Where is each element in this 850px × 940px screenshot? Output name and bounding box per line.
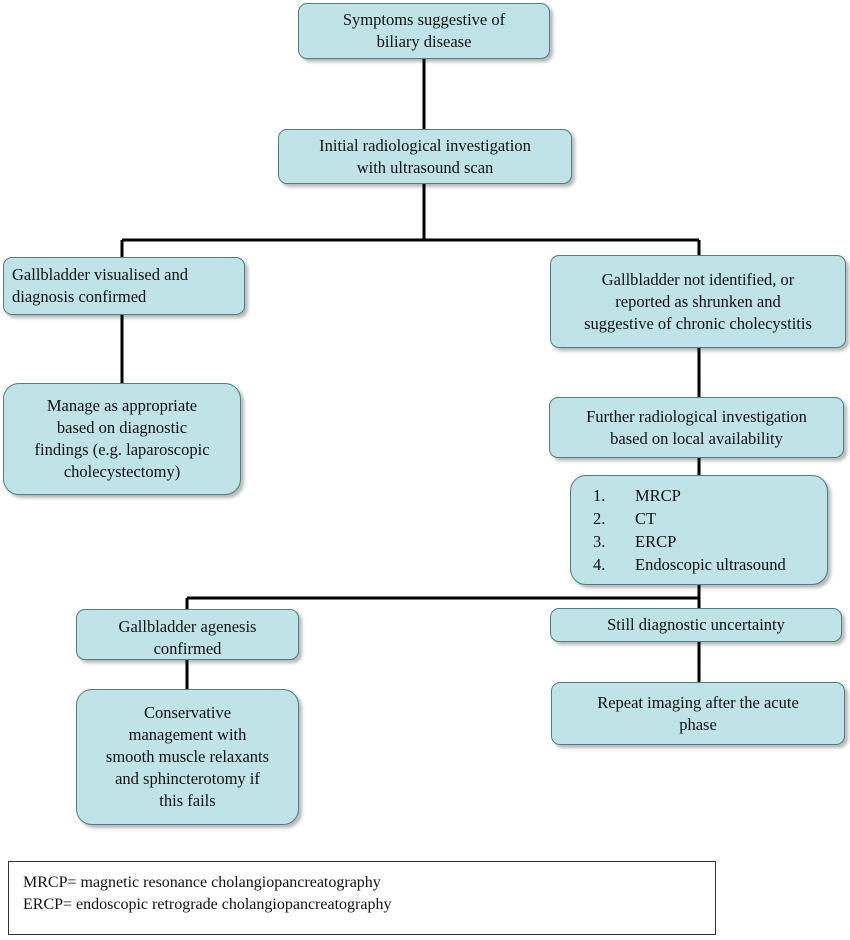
imaging-option: 1. MRCP — [593, 484, 786, 507]
imaging-options-list: 1. MRCP 2. CT 3. ERCP 4. Endoscopic ultrasou… — [593, 484, 786, 576]
node-conservative-management-line: this fails — [159, 791, 216, 810]
imaging-option-number: 3. — [593, 532, 606, 551]
node-gallbladder-not-identified-line: reported as shrunken and — [615, 291, 781, 311]
node-agenesis-confirmed: Gallbladder agenesis confirmed — [76, 609, 299, 660]
node-symptoms-line: biliary disease — [376, 32, 472, 51]
node-repeat-imaging: Repeat imaging after the acute phase — [551, 682, 845, 745]
node-gallbladder-not-identified-line: suggestive of chronic cholecystitis — [584, 313, 812, 333]
node-conservative-management-line: management with — [128, 725, 247, 744]
node-gallbladder-visualised: Gallbladder visualised and diagnosis con… — [3, 257, 245, 315]
node-gallbladder-visualised-line: diagnosis confirmed — [12, 287, 147, 306]
node-manage-as-appropriate-line: cholecystectomy) — [63, 462, 181, 481]
imaging-option-label: CT — [635, 509, 657, 528]
node-initial-investigation: Initial radiological investigation with … — [278, 129, 572, 184]
node-conservative-management: Conservative management with smooth musc… — [76, 689, 299, 825]
imaging-option-label: Endoscopic ultrasound — [635, 555, 786, 574]
imaging-option: 4. Endoscopic ultrasound — [593, 553, 786, 576]
node-agenesis-confirmed-line: Gallbladder agenesis — [118, 617, 257, 636]
imaging-option-label: MRCP — [635, 486, 681, 505]
imaging-option-label: ERCP — [635, 532, 677, 551]
abbreviation-legend: MRCP= magnetic resonance cholangiopancre… — [8, 861, 716, 935]
imaging-option: 3. ERCP — [593, 530, 786, 553]
node-manage-as-appropriate-line: based on diagnostic — [56, 418, 188, 437]
node-repeat-imaging-line: phase — [679, 714, 717, 734]
node-gallbladder-not-identified-line: Gallbladder not identified, or — [601, 269, 795, 289]
imaging-option-number: 4. — [593, 555, 606, 574]
legend-ercp: ERCP= endoscopic retrograde cholangiopan… — [23, 896, 392, 913]
node-further-investigation-line: Further radiological investigation — [586, 406, 807, 426]
node-imaging-options: 1. MRCP 2. CT 3. ERCP 4. Endoscopic ultrasou… — [570, 475, 828, 585]
node-gallbladder-visualised-line: Gallbladder visualised and — [12, 265, 188, 284]
node-still-uncertain: Still diagnostic uncertainty — [550, 608, 842, 642]
node-repeat-imaging-line: Repeat imaging after the acute — [597, 692, 799, 712]
node-manage-as-appropriate-line: findings (e.g. laparoscopic — [34, 440, 210, 459]
node-still-uncertain-line: Still diagnostic uncertainty — [607, 615, 785, 634]
node-conservative-management-line: Conservative — [143, 703, 232, 722]
node-manage-as-appropriate: Manage as appropriate based on diagnosti… — [3, 383, 241, 495]
node-initial-investigation-line: with ultrasound scan — [356, 157, 494, 177]
node-symptoms-line: Symptoms suggestive of — [342, 10, 506, 29]
node-manage-as-appropriate-line: Manage as appropriate — [46, 396, 198, 415]
node-further-investigation: Further radiological investigation based… — [549, 397, 844, 458]
node-initial-investigation-line: Initial radiological investigation — [319, 135, 531, 155]
imaging-option-number: 2. — [593, 509, 606, 528]
node-agenesis-confirmed-line: confirmed — [153, 639, 222, 658]
legend-mrcp: MRCP= magnetic resonance cholangiopancre… — [23, 874, 381, 891]
node-conservative-management-line: smooth muscle relaxants — [105, 747, 270, 766]
node-further-investigation-line: based on local availability — [610, 428, 783, 448]
node-symptoms: Symptoms suggestive of biliary disease — [298, 3, 550, 59]
node-conservative-management-line: and sphincterotomy if — [115, 769, 260, 788]
imaging-option: 2. CT — [593, 507, 786, 530]
node-gallbladder-not-identified: Gallbladder not identified, or reported … — [550, 255, 846, 348]
imaging-option-number: 1. — [593, 486, 606, 505]
